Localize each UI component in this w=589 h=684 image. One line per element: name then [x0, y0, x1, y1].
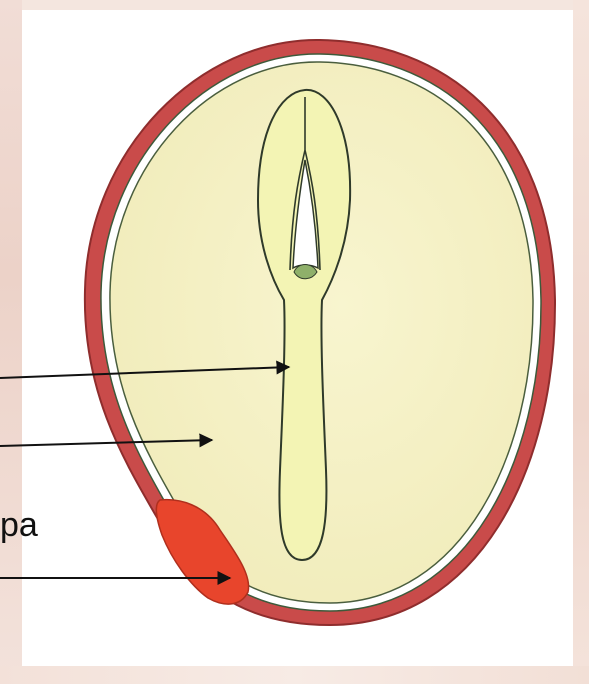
- bottom-label-fragment: ра: [0, 508, 38, 542]
